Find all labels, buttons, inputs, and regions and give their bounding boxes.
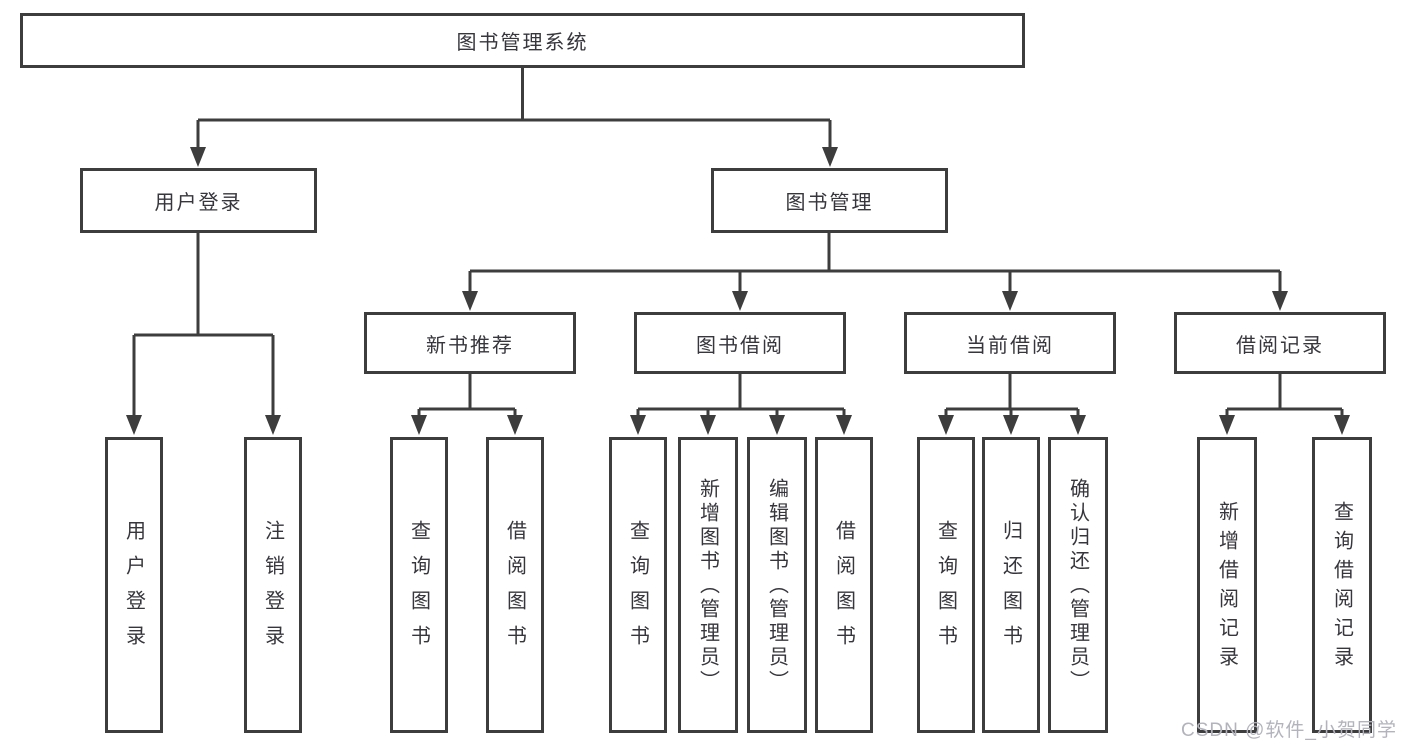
leaf-user-login-label: 用户登录 <box>122 520 145 660</box>
leaf-add-borrow-record-label: 新增借阅记录 <box>1215 501 1238 675</box>
leaf-query-borrow-record: 查询借阅记录 <box>1312 437 1372 733</box>
leaf-query-books-borrow-label: 查询图书 <box>626 520 649 660</box>
leaf-borrow-books-recommend-label: 借阅图书 <box>503 520 526 660</box>
node-borrowing-records-label: 借阅记录 <box>1236 334 1324 357</box>
leaf-confirm-return-admin-label: 确认归还（管理员） <box>1066 478 1089 694</box>
leaf-borrow-books: 借阅图书 <box>815 437 873 733</box>
leaf-query-books-recommend: 查询图书 <box>390 437 448 733</box>
node-new-book-recommendation-label: 新书推荐 <box>426 334 514 357</box>
leaf-query-books-recommend-label: 查询图书 <box>407 520 430 660</box>
leaf-add-books-admin: 新增图书（管理员） <box>678 437 738 733</box>
node-user-login-label: 用户登录 <box>154 192 243 214</box>
node-book-management-label: 图书管理 <box>785 192 874 214</box>
leaf-edit-books-admin-label: 编辑图书（管理员） <box>765 478 788 694</box>
node-borrowing-records: 借阅记录 <box>1174 312 1386 374</box>
leaf-return-books-label: 归还图书 <box>999 520 1022 660</box>
node-current-borrowing-label: 当前借阅 <box>966 334 1054 357</box>
leaf-query-books-current: 查询图书 <box>917 437 975 733</box>
node-root-label: 图书管理系统 <box>456 32 589 54</box>
node-user-login: 用户登录 <box>80 168 317 233</box>
node-root-system: 图书管理系统 <box>20 13 1025 68</box>
node-book-borrowing-label: 图书借阅 <box>696 334 784 357</box>
leaf-add-borrow-record: 新增借阅记录 <box>1197 437 1257 733</box>
node-book-borrowing: 图书借阅 <box>634 312 846 374</box>
leaf-confirm-return-admin: 确认归还（管理员） <box>1048 437 1108 733</box>
csdn-watermark: CSDN @软件_小贺同学 <box>1181 720 1397 741</box>
leaf-query-borrow-record-label: 查询借阅记录 <box>1330 501 1353 675</box>
node-new-book-recommendation: 新书推荐 <box>364 312 576 374</box>
leaf-user-login: 用户登录 <box>105 437 163 733</box>
arrowheads <box>126 147 1350 435</box>
leaf-query-books-current-label: 查询图书 <box>934 520 957 660</box>
leaf-borrow-books-label: 借阅图书 <box>832 520 855 660</box>
leaf-edit-books-admin: 编辑图书（管理员） <box>747 437 807 733</box>
node-book-management: 图书管理 <box>711 168 948 233</box>
leaf-logout: 注销登录 <box>244 437 302 733</box>
leaf-logout-label: 注销登录 <box>261 520 284 660</box>
leaf-query-books-borrow: 查询图书 <box>609 437 667 733</box>
node-current-borrowing: 当前借阅 <box>904 312 1116 374</box>
leaf-add-books-admin-label: 新增图书（管理员） <box>696 478 719 694</box>
leaf-return-books: 归还图书 <box>982 437 1040 733</box>
leaf-borrow-books-recommend: 借阅图书 <box>486 437 544 733</box>
